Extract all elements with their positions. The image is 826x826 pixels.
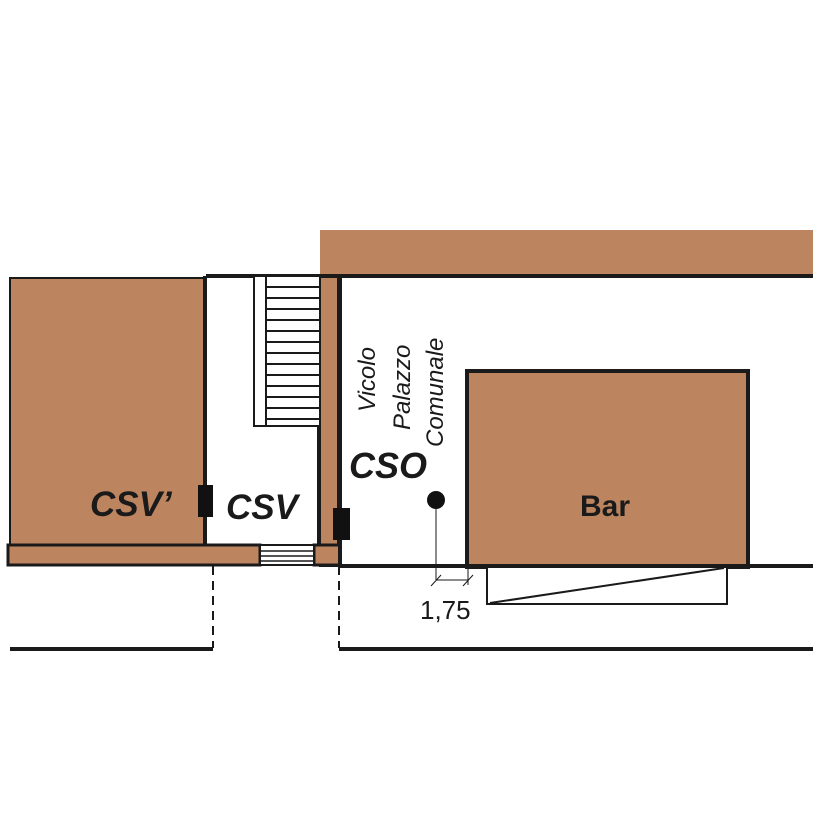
label-csv: CSV [226,488,301,527]
distance-dimension [430,509,474,587]
sensor-csv-prime-marker [198,485,213,517]
street-name-line3: Comunale [422,338,449,447]
sidewalk-strip-left [6,543,262,567]
street-name-line2: Palazzo [389,345,416,430]
building-left [9,277,206,547]
staircase [253,275,321,427]
sensor-csv-marker [333,508,350,540]
label-csv-prime: CSV’ [90,485,173,524]
building-top-right [320,230,813,276]
bar-building [465,369,750,569]
sidewalk-strip-mid [312,543,342,567]
label-cso: CSO [349,445,427,486]
bar-awning [486,566,728,605]
street-name-line1: Vicolo [354,347,381,412]
sensor-cso-marker [427,491,445,509]
door-steps [259,544,315,566]
label-distance: 1,75 [420,595,471,625]
label-bar: Bar [580,490,630,523]
